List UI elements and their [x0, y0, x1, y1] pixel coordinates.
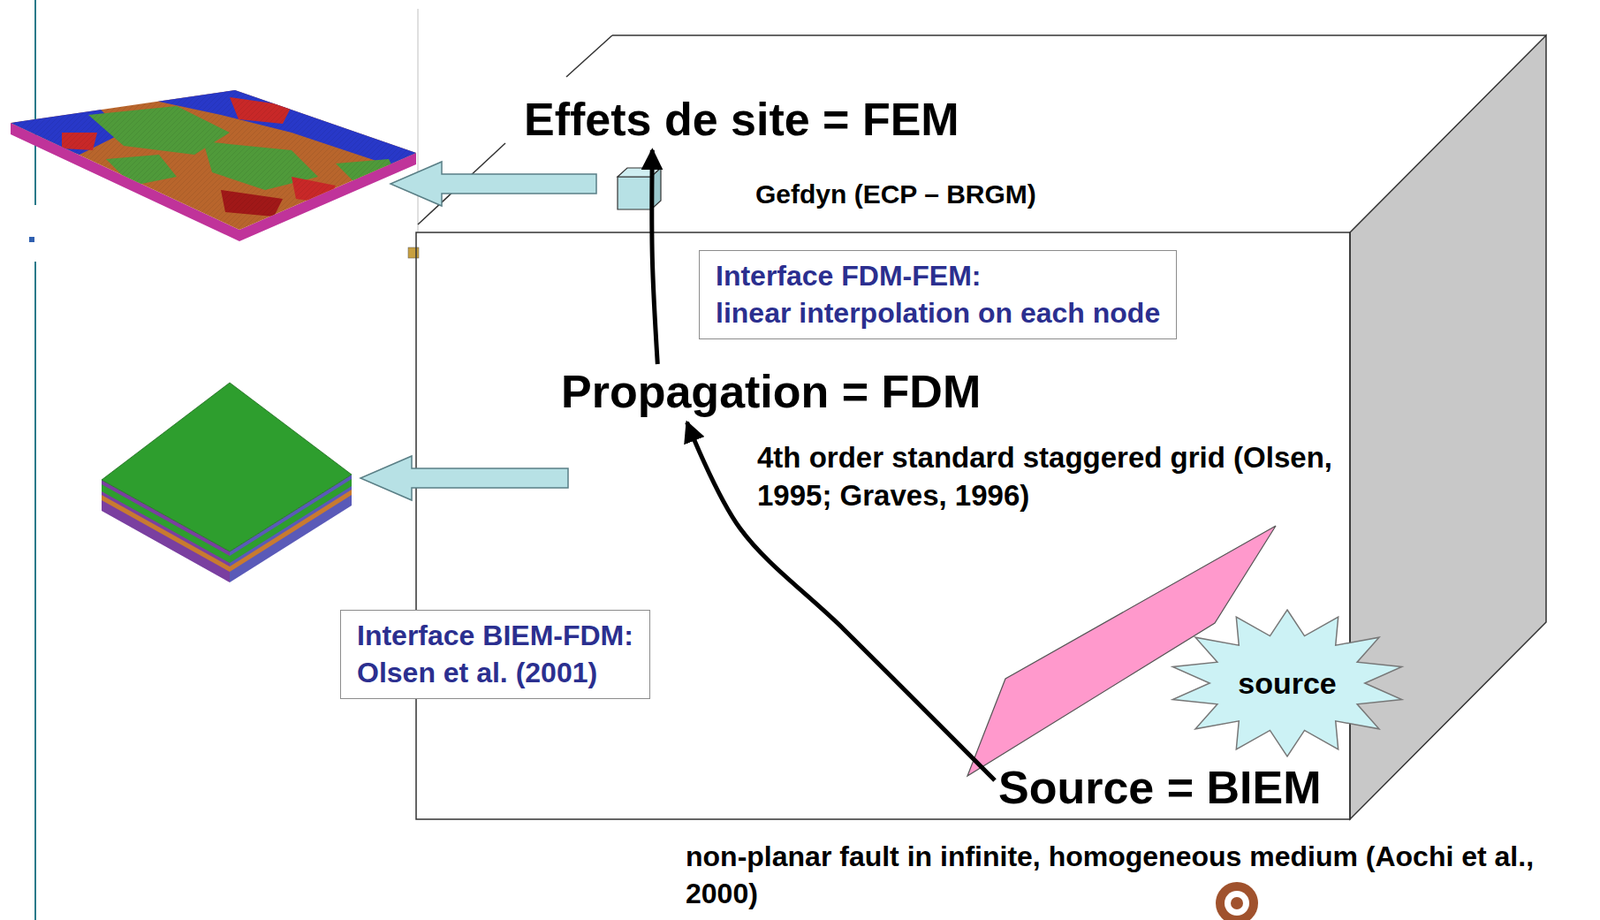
heading-node: Effets de site = FEM — [523, 93, 960, 147]
node-title: Interface BIEM-FDM: — [356, 617, 634, 655]
box-edge — [612, 34, 1547, 37]
method-note: non-planar fault in infinite, homogeneou… — [685, 838, 1594, 912]
node-body: linear interpolation on each node — [715, 295, 1161, 333]
node-title: Effets de site = FEM — [523, 93, 960, 147]
box-front-face — [416, 232, 1350, 819]
node-title: Source = BIEM — [998, 761, 1322, 815]
slide-border — [34, 261, 37, 920]
method-note: 4th order standard staggered grid (Olsen… — [757, 439, 1367, 516]
cube-icon — [617, 167, 661, 210]
interface-box: Interface BIEM-FDM:Olsen et al. (2001) — [340, 609, 651, 699]
terrain-mesh — [0, 79, 425, 239]
small-icon — [408, 247, 419, 258]
software-note: Gefdyn (ECP – BRGM) — [755, 176, 1374, 212]
logo — [1215, 881, 1259, 920]
block-arrow — [360, 455, 569, 501]
node-title: Propagation = FDM — [561, 365, 981, 419]
starburst-shape — [1172, 609, 1402, 757]
flow-arrow — [687, 422, 995, 781]
node-title: Interface FDM-FEM: — [715, 257, 1161, 296]
starburst: source — [1167, 607, 1407, 759]
slide-border — [34, 0, 37, 205]
block-top — [101, 382, 352, 552]
divider-line — [417, 8, 419, 232]
small-icon — [29, 236, 35, 243]
node-body: Olsen et al. (2001) — [356, 654, 634, 692]
node-title: source — [1237, 666, 1337, 701]
heading-node: Source = BIEM — [998, 761, 1322, 815]
box-edge — [566, 35, 613, 77]
block-arrow — [390, 161, 597, 206]
flow-arrow — [652, 150, 658, 364]
heading-node: Propagation = FDM — [561, 365, 981, 419]
interface-box: Interface FDM-FEM:linear interpolation o… — [698, 250, 1177, 340]
